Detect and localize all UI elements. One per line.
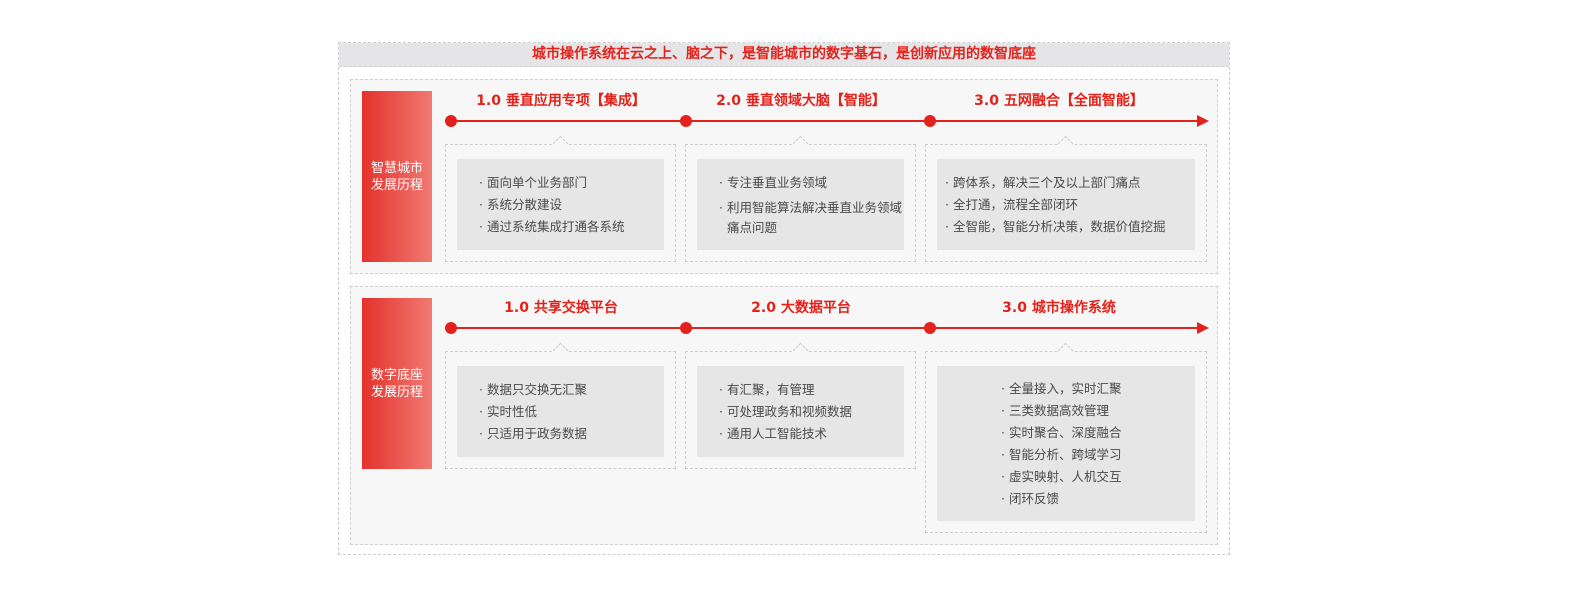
stage-list: 数据只交换无汇聚 实时性低 只适用于政务数据 (457, 379, 587, 445)
stage-list: 专注垂直业务领域 利用智能算法解决垂直业务领域痛点问题 (697, 172, 904, 238)
stage-list: 有汇聚，有管理 可处理政务和视频数据 通用人工智能技术 (697, 379, 852, 445)
list-item: 虚实映射、人机交互 (1001, 466, 1131, 488)
list-item: 三类数据高效管理 (1001, 400, 1131, 422)
section-tag-label: 数字底座发展历程 (370, 367, 423, 400)
stage-card: 专注垂直业务领域 利用智能算法解决垂直业务领域痛点问题 (685, 144, 916, 262)
diagram-frame: 城市操作系统在云之上、脑之下，是智能城市的数字基石，是创新应用的数智底座 智慧城… (338, 42, 1230, 555)
stage-list: 跨体系，解决三个及以上部门痛点 全打通，流程全部闭环 全智能，智能分析决策，数据… (937, 172, 1166, 238)
stage-card-body: 数据只交换无汇聚 实时性低 只适用于政务数据 (457, 366, 664, 457)
list-item: 面向单个业务部门 (479, 172, 625, 194)
stage-title: 1.0 共享交换平台 (504, 300, 618, 316)
section-smart-city: 智慧城市发展历程 1.0 垂直应用专项【集成】 2.0 垂直领域大脑【智能】 3… (350, 79, 1218, 274)
list-item: 有汇聚，有管理 (719, 379, 852, 401)
stage-list: 面向单个业务部门 系统分散建设 通过系统集成打通各系统 (457, 172, 625, 238)
section-digital-base: 数字底座发展历程 1.0 共享交换平台 2.0 大数据平台 3.0 城市操作系统… (350, 286, 1218, 545)
stage-card-body: 专注垂直业务领域 利用智能算法解决垂直业务领域痛点问题 (697, 159, 904, 250)
stage-card-body: 跨体系，解决三个及以上部门痛点 全打通，流程全部闭环 全智能，智能分析决策，数据… (937, 159, 1195, 250)
stage-title: 3.0 城市操作系统 (1002, 300, 1116, 316)
timeline-arrow-icon (1197, 322, 1209, 334)
list-item: 可处理政务和视频数据 (719, 401, 852, 423)
timeline-line (451, 120, 1199, 122)
stage-card-body: 有汇聚，有管理 可处理政务和视频数据 通用人工智能技术 (697, 366, 904, 457)
stage-card: 有汇聚，有管理 可处理政务和视频数据 通用人工智能技术 (685, 351, 916, 469)
timeline-dot (680, 322, 692, 334)
timeline-dot (680, 115, 692, 127)
stage-title: 2.0 垂直领域大脑【智能】 (716, 93, 886, 109)
stage-card: 面向单个业务部门 系统分散建设 通过系统集成打通各系统 (445, 144, 676, 262)
list-item: 实时性低 (479, 401, 587, 423)
list-item: 全智能，智能分析决策，数据价值挖掘 (945, 216, 1166, 238)
list-item: 智能分析、跨域学习 (1001, 444, 1131, 466)
stage-card-body: 面向单个业务部门 系统分散建设 通过系统集成打通各系统 (457, 159, 664, 250)
list-item: 闭环反馈 (1001, 488, 1131, 510)
stage-card: 全量接入，实时汇聚 三类数据高效管理 实时聚合、深度融合 智能分析、跨域学习 虚… (925, 351, 1207, 533)
section-tag-label: 智慧城市发展历程 (370, 160, 423, 193)
timeline-arrow-icon (1197, 115, 1209, 127)
list-item: 利用智能算法解决垂直业务领域痛点问题 (719, 198, 904, 238)
timeline-dot (924, 115, 936, 127)
stage-list: 全量接入，实时汇聚 三类数据高效管理 实时聚合、深度融合 智能分析、跨域学习 虚… (1001, 378, 1131, 510)
list-item: 系统分散建设 (479, 194, 625, 216)
list-item: 实时聚合、深度融合 (1001, 422, 1131, 444)
list-item: 跨体系，解决三个及以上部门痛点 (945, 172, 1166, 194)
banner-title: 城市操作系统在云之上、脑之下，是智能城市的数字基石，是创新应用的数智底座 (339, 43, 1229, 67)
stage-card-body: 全量接入，实时汇聚 三类数据高效管理 实时聚合、深度融合 智能分析、跨域学习 虚… (937, 366, 1195, 521)
timeline-dot (445, 115, 457, 127)
timeline-line (451, 327, 1199, 329)
stage-title: 2.0 大数据平台 (751, 300, 851, 316)
list-item: 全打通，流程全部闭环 (945, 194, 1166, 216)
stage-title: 1.0 垂直应用专项【集成】 (476, 93, 646, 109)
list-item: 数据只交换无汇聚 (479, 379, 587, 401)
list-item: 只适用于政务数据 (479, 423, 587, 445)
list-item: 通过系统集成打通各系统 (479, 216, 625, 238)
list-item: 专注垂直业务领域 (719, 172, 904, 194)
timeline-dot (924, 322, 936, 334)
list-item: 全量接入，实时汇聚 (1001, 378, 1131, 400)
timeline (445, 115, 1209, 127)
stage-title: 3.0 五网融合【全面智能】 (974, 93, 1144, 109)
list-item: 通用人工智能技术 (719, 423, 852, 445)
section-tag: 数字底座发展历程 (362, 298, 432, 469)
timeline (445, 322, 1209, 334)
section-tag: 智慧城市发展历程 (362, 91, 432, 262)
stage-card: 数据只交换无汇聚 实时性低 只适用于政务数据 (445, 351, 676, 469)
stage-card: 跨体系，解决三个及以上部门痛点 全打通，流程全部闭环 全智能，智能分析决策，数据… (925, 144, 1207, 262)
timeline-dot (445, 322, 457, 334)
